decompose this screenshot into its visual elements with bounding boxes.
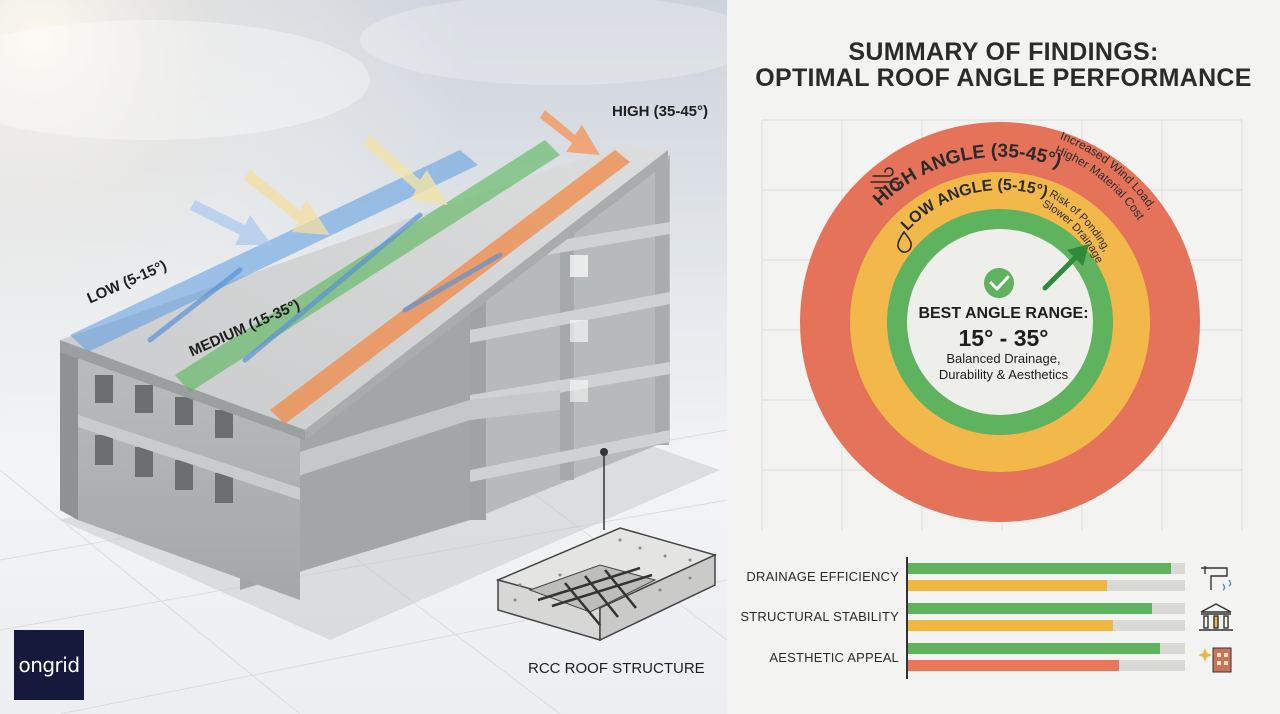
metric-label-aesthetic: AESTHETIC APPEAL: [769, 650, 899, 665]
sun-arrows: [190, 110, 600, 245]
cloud: [0, 20, 370, 140]
bar-fill: [908, 643, 1161, 654]
high-angle-band: [270, 150, 630, 424]
bar-fill: [908, 563, 1172, 574]
roof-edge: [60, 340, 305, 440]
best-angle-range: 15° - 35°: [958, 325, 1049, 351]
wind-icon: [870, 167, 900, 191]
rcc-roof-caption: RCC ROOF STRUCTURE: [528, 660, 705, 677]
bar-fill: [908, 660, 1119, 671]
low-angle-band: [70, 150, 478, 352]
summary-title-line-1: SUMMARY OF FINDINGS:: [848, 38, 1159, 66]
best-angle-benefit-1: Balanced Drainage,: [946, 351, 1061, 366]
building-columns-icon: [1199, 603, 1233, 631]
rcc-cross-section: [495, 527, 718, 642]
metric-bar-drainage-yellow: [908, 580, 1185, 591]
building-illustration-panel: LOW (5-15°) MEDIUM (15-35°) HIGH (35-45°…: [0, 0, 727, 714]
best-angle-benefit-2: Durability & Aesthetics: [938, 367, 1069, 382]
trend-arrow-icon: [1042, 244, 1089, 291]
rcc-building-scene: [0, 0, 727, 714]
metric-label-drainage: DRAINAGE EFFICIENCY: [746, 569, 899, 584]
bar-fill: [908, 580, 1108, 591]
water-drop-icon: [897, 230, 912, 253]
floor-slab: [240, 390, 560, 495]
check-icon: [984, 268, 1014, 298]
metric-bar-stability-green: [908, 603, 1185, 614]
center-disc: [907, 229, 1093, 415]
metric-label-stability: STRUCTURAL STABILITY: [740, 609, 899, 624]
bar-fill: [908, 603, 1152, 614]
summary-panel: HIGH ANGLE (35-45°) Increased Wind Load,…: [727, 0, 1280, 714]
check-mark: [989, 275, 1010, 291]
gutter-drainage-icon: [1201, 566, 1232, 591]
medium-angle-band: [175, 140, 560, 392]
metric-bar-stability-yellow: [908, 620, 1185, 631]
ongrid-logo: ongrid: [14, 630, 84, 700]
roof-side-edge: [305, 150, 668, 440]
summary-grid: HIGH ANGLE (35-45°) Increased Wind Load,…: [761, 119, 1243, 679]
cloud: [360, 0, 727, 85]
angle-bands: [70, 140, 630, 424]
metric-bar-aesthetic-green: [908, 643, 1185, 654]
metric-bar-aesthetic-orange: [908, 660, 1185, 671]
bar-fill: [908, 620, 1113, 631]
drainage-arrows: [147, 212, 503, 363]
sparkle-building-icon: [1198, 647, 1232, 673]
summary-title-line-2: OPTIMAL ROOF ANGLE PERFORMANCE: [755, 64, 1252, 92]
high-angle-label: HIGH (35-45°): [612, 103, 709, 120]
metric-bar-drainage-green: [908, 563, 1185, 574]
best-angle-heading: BEST ANGLE RANGE:: [918, 305, 1089, 322]
